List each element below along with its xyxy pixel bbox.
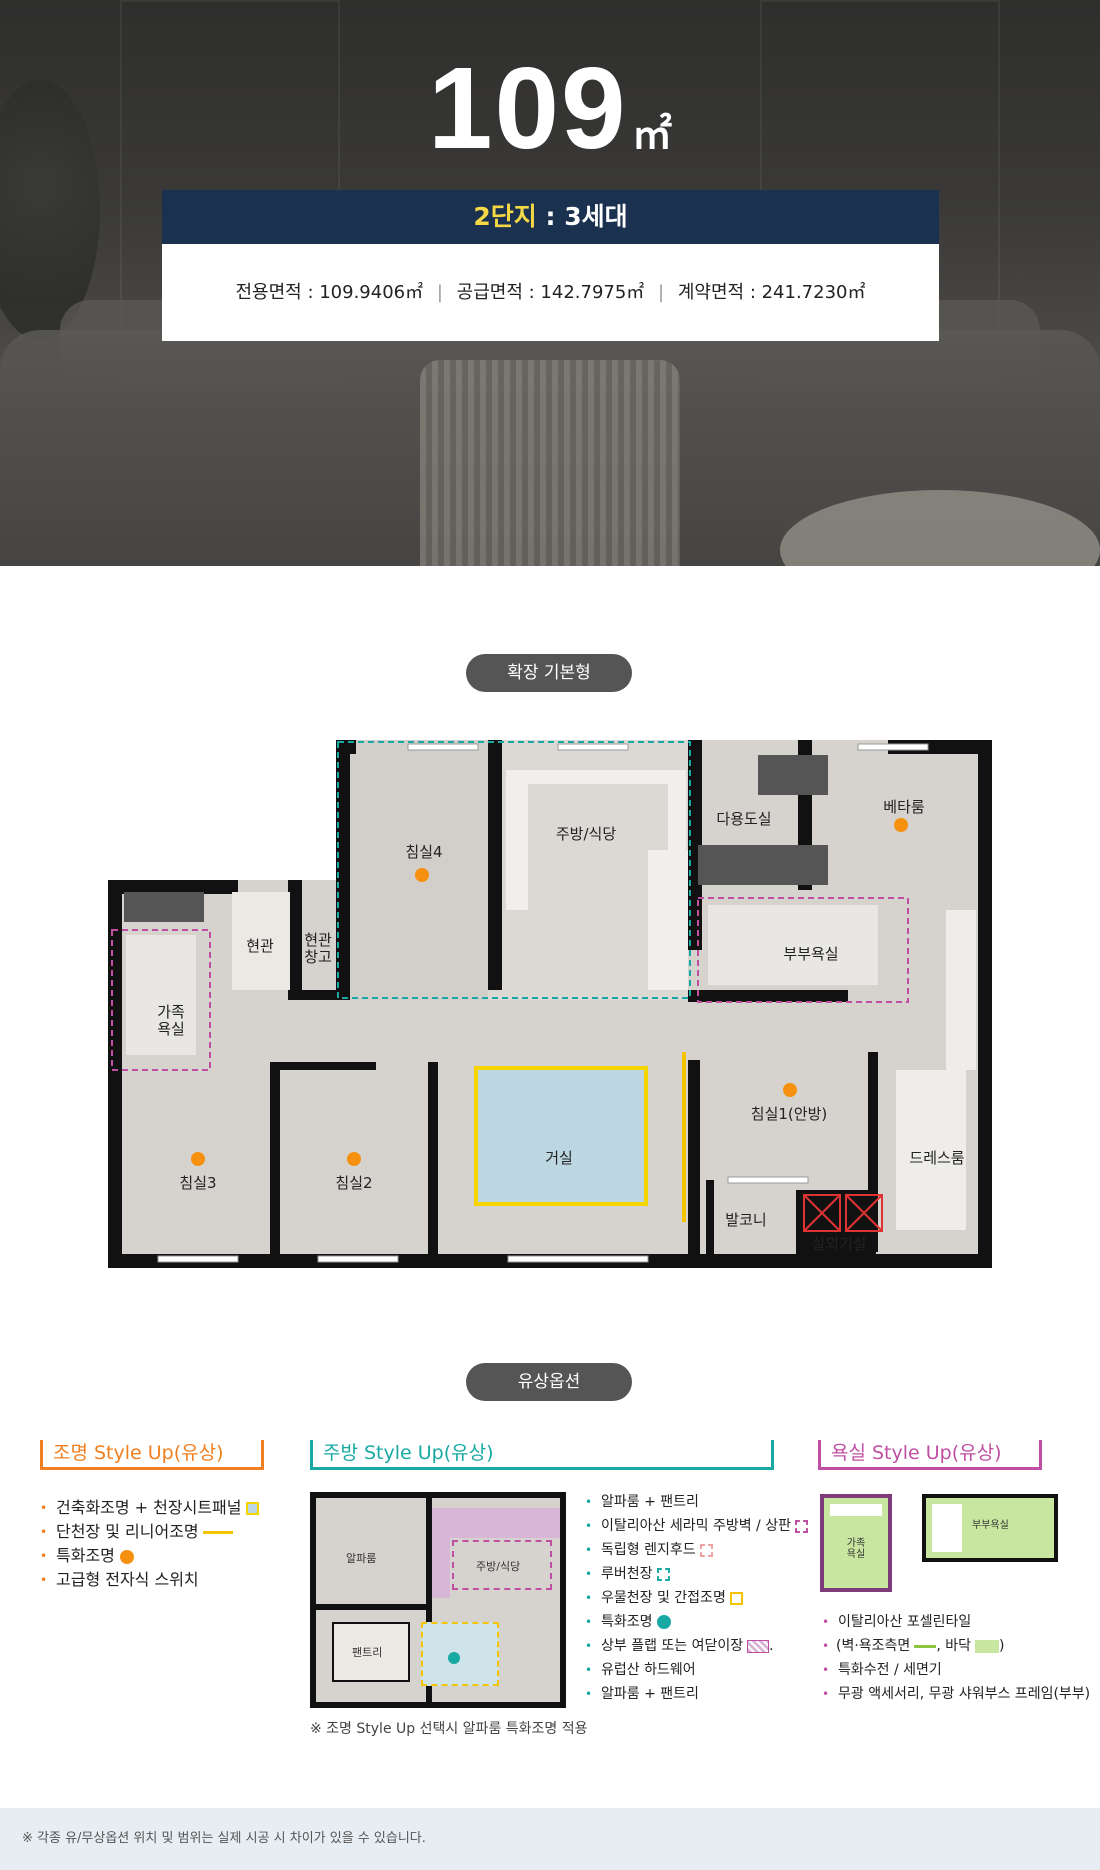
kitchen-option-list: 알파룸 + 팬트리 이탈리아산 세라믹 주방벽 / 상판 독립형 렌지후드 루버… [585, 1490, 808, 1706]
plant-decoration [0, 80, 100, 340]
floor-plan: 침실4 주방/식당 다용도실 베타룸 현관 현관 창고 가족 욕실 부부욕실 침… [108, 740, 993, 1268]
bath-option-list: 이탈리아산 포셀린타일 (벽·욕조측면, 바닥) 특화수전 / 세면기 무광 액… [822, 1610, 1090, 1706]
list-item: 특화수전 / 세면기 [822, 1658, 1090, 1682]
coffer-swatch [729, 1591, 743, 1605]
room-outdoor-unit: 실외기실 [811, 1235, 867, 1253]
room-balcony: 발코니 [725, 1211, 767, 1229]
list-item: 특화조명 [585, 1610, 808, 1634]
footer-disclaimer: ※ 각종 유/무상옵션 위치 및 범위는 실제 시공 시 차이가 있을 수 있습… [0, 1808, 1100, 1870]
special-light-dot [119, 1549, 134, 1564]
complex-label: 2단지 [473, 202, 537, 231]
lighting-option-title: 조명 Style Up(유상) [40, 1440, 264, 1470]
exclusive-area: 전용면적 : 109.9406㎡ [235, 282, 424, 303]
complex-bar: 2단지 : 3세대 [162, 190, 939, 244]
list-item: 독립형 렌지후드 [585, 1538, 808, 1562]
list-item: 알파룸 + 팬트리 [585, 1490, 808, 1514]
floor-tile-swatch [974, 1639, 999, 1653]
hood-swatch [699, 1543, 713, 1557]
list-item: 우물천장 및 간접조명 [585, 1586, 808, 1610]
louver-swatch [656, 1567, 670, 1581]
room-entrance-storage: 현관 창고 [304, 931, 332, 967]
ceiling-panel-swatch [245, 1502, 259, 1515]
room-kitchen: 주방/식당 [555, 825, 617, 843]
list-item: 건축화조명 + 천장시트패널 [40, 1496, 259, 1520]
household-count: 3세대 [564, 202, 628, 231]
list-item: 이탈리아산 세라믹 주방벽 / 상판 [585, 1514, 808, 1538]
kitchen-note: ※ 조명 Style Up 선택시 알파룸 특화조명 적용 [310, 1721, 588, 1737]
list-item: 알파룸 + 팬트리 [585, 1682, 808, 1706]
thumb-alpha-label: 알파룸 [346, 1552, 377, 1565]
thumb-pantry-label: 팬트리 [352, 1646, 383, 1659]
list-item: 고급형 전자식 스위치 [40, 1568, 259, 1592]
room-bed3: 침실3 [179, 1174, 217, 1192]
room-bed1: 침실1(안방) [750, 1105, 828, 1123]
room-bed2: 침실2 [335, 1174, 373, 1192]
master-bath-thumbnail: 부부욕실 [922, 1494, 1058, 1562]
list-item: 단천장 및 리니어조명 [40, 1520, 259, 1544]
linear-light-swatch [202, 1531, 233, 1534]
list-item: 이탈리아산 포셀린타일 [822, 1610, 1090, 1634]
list-item: (벽·욕조측면, 바닥) [822, 1634, 1090, 1658]
thumb-master-bath-label: 부부욕실 [972, 1520, 1009, 1531]
area-unit: ㎡ [632, 113, 672, 157]
family-bath-thumbnail: 가족 욕실 [820, 1494, 892, 1592]
room-living: 거실 [545, 1149, 573, 1167]
room-bed4: 침실4 [405, 843, 443, 861]
kitchen-thumbnail: 알파룸 주방/식당 팬트리 [310, 1492, 566, 1708]
list-item: 유럽산 하드웨어 [585, 1658, 808, 1682]
bath-option-title: 욕실 Style Up(유상) [818, 1440, 1042, 1470]
area-details: 전용면적 : 109.9406㎡ | 공급면적 : 142.7975㎡ | 계약… [162, 244, 939, 341]
list-item: 상부 플랩 또는 여닫이장. [585, 1634, 808, 1658]
thumb-family-bath-label: 가족 욕실 [846, 1538, 866, 1560]
divider: | [658, 282, 665, 303]
throw-blanket [420, 360, 680, 566]
kitchen-option-title: 주방 Style Up(유상) [310, 1440, 774, 1470]
supply-area: 공급면적 : 142.7975㎡ [456, 282, 645, 303]
room-dressroom: 드레스룸 [909, 1149, 965, 1167]
list-item: 특화조명 [40, 1544, 259, 1568]
info-card: 2단지 : 3세대 전용면적 : 109.9406㎡ | 공급면적 : 142.… [162, 190, 939, 341]
room-veranda: 베타룸 [883, 798, 925, 816]
room-utility: 다용도실 [716, 810, 772, 828]
list-item: 루버천장 [585, 1562, 808, 1586]
plan-type-pill: 확장 기본형 [466, 654, 632, 692]
lighting-option-list: 건축화조명 + 천장시트패널 단천장 및 리니어조명 특화조명 고급형 전자식 … [40, 1496, 259, 1592]
hero-banner: 109 ㎡ 2단지 : 3세대 전용면적 : 109.9406㎡ | 공급면적 … [0, 0, 1100, 566]
room-master-bath: 부부욕실 [783, 945, 839, 963]
special-light-dot [448, 1652, 460, 1664]
area-heading: 109 ㎡ [0, 50, 1100, 166]
special-light-dot [656, 1615, 671, 1629]
thumb-kitchen-label: 주방/식당 [476, 1560, 521, 1573]
room-entrance: 현관 [246, 937, 274, 955]
divider: | [436, 282, 443, 303]
wall-tile-swatch [914, 1644, 937, 1648]
floor-plan-drawing [108, 740, 992, 1268]
room-family-bath: 가족 욕실 [157, 1003, 185, 1039]
list-item: 무광 액세서리, 무광 샤워부스 프레임(부부) [822, 1682, 1090, 1706]
ceramic-swatch [794, 1519, 808, 1533]
complex-sep: : [536, 202, 565, 231]
cabinet-swatch [747, 1639, 770, 1653]
options-pill: 유상옵션 [466, 1363, 632, 1401]
area-number: 109 [428, 43, 628, 173]
contract-area: 계약면적 : 241.7230㎡ [677, 282, 866, 303]
